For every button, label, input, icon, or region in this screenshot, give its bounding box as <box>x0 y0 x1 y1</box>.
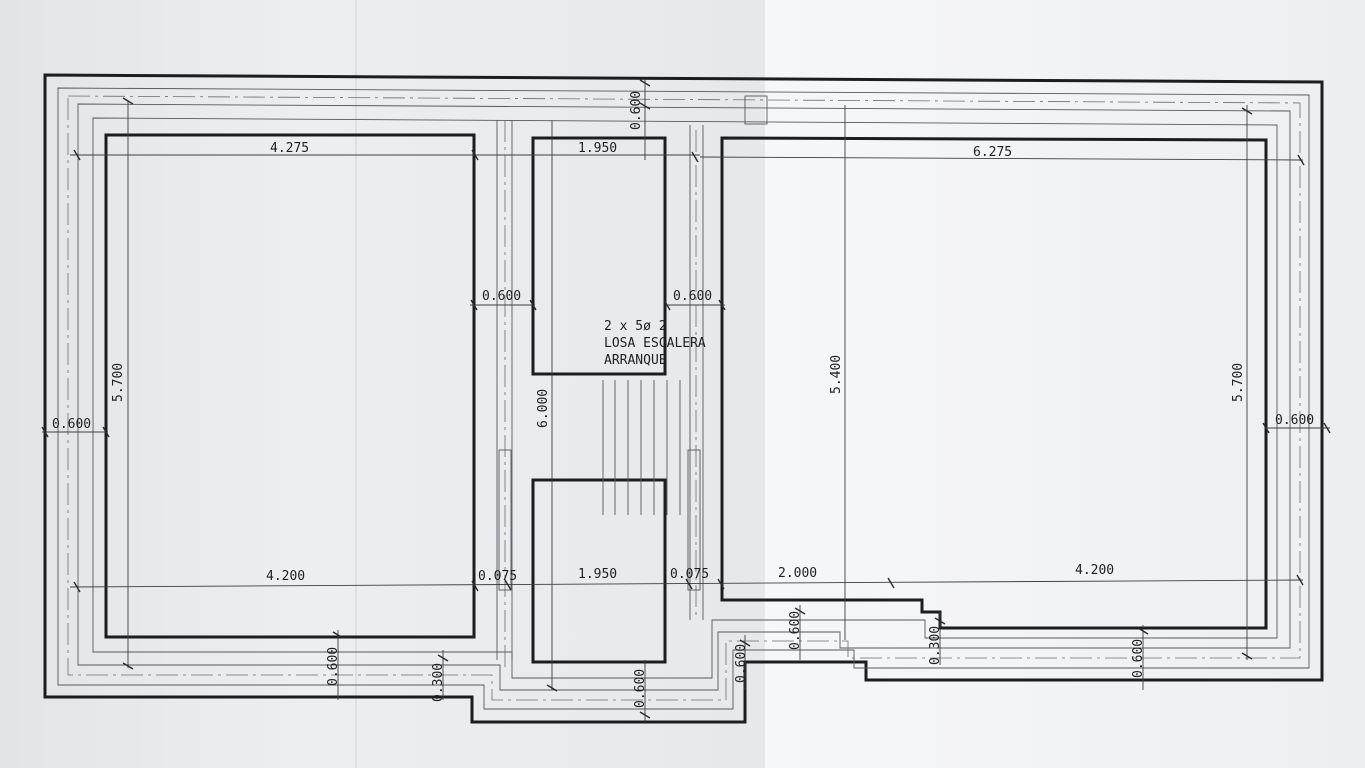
dim-label-mid-gap-left: 0.600 <box>482 289 521 304</box>
stair-note-line-1: 2 x 5ø 2 <box>604 319 667 334</box>
stair-note-line-2: LOSA ESCALERA <box>604 336 706 351</box>
stair-treads <box>602 380 681 515</box>
footing-edge-line <box>57 87 1310 710</box>
dim-label-top-left: 4.275 <box>270 141 309 156</box>
dimension-line <box>699 156 1304 161</box>
dim-label-left-footing: 0.600 <box>52 417 91 432</box>
dim-label-gap-left: 0.075 <box>478 569 517 584</box>
dim-label-gap-right: 0.075 <box>670 567 709 582</box>
dimension-line <box>69 579 1304 588</box>
room-center-top-outline <box>531 136 667 376</box>
dim-label-bottom-left: 4.200 <box>266 569 305 584</box>
dim-label-right-height: 5.700 <box>1231 363 1246 402</box>
outer-foundation-outline <box>43 73 1324 724</box>
footing-edge-line <box>77 103 1291 691</box>
stair-note-line-3: ARRANQUE <box>604 353 667 368</box>
dim-label-bottom-offset: 0.600 <box>326 647 341 686</box>
dim-label-step: 2.000 <box>778 566 817 581</box>
dim-label-bottom-offset: 0.300 <box>431 663 446 702</box>
pier-outline <box>498 449 512 591</box>
dimension-ticks <box>41 79 1331 719</box>
dim-label-top-right: 6.275 <box>973 145 1012 160</box>
paper-panel-left <box>0 0 765 768</box>
dim-label-bottom-mid: 1.950 <box>578 567 617 582</box>
dim-label-right-footing: 0.600 <box>1275 413 1314 428</box>
dim-label-bottom-offset: 0.600 <box>633 669 648 708</box>
dim-label-right-inner-height: 5.400 <box>829 355 844 394</box>
dim-label-bottom-right: 4.200 <box>1075 563 1114 578</box>
dim-label-bottom-offset: 0.600 <box>788 611 803 650</box>
room-right-outline <box>720 136 1268 630</box>
dim-label-bottom-offset: 0.600 <box>1131 639 1146 678</box>
dim-label-mid-gap-right: 0.600 <box>673 289 712 304</box>
footing-edge-line <box>92 117 1278 679</box>
pier-outline <box>687 449 701 591</box>
dim-label-top-mid: 1.950 <box>578 141 617 156</box>
room-left-outline <box>104 133 476 639</box>
dim-label-top-offset: 0.600 <box>629 91 644 130</box>
axis-center-line <box>67 95 1301 701</box>
dim-label-mid-height: 6.000 <box>536 389 551 428</box>
dim-label-left-height: 5.700 <box>111 363 126 402</box>
room-center-bottom-outline <box>531 478 667 664</box>
dim-label-bottom-offset: 0.600 <box>734 644 749 683</box>
dim-label-bottom-offset: 0.300 <box>928 626 943 665</box>
paper-fold-line <box>355 0 357 768</box>
pier-outline <box>744 95 768 125</box>
